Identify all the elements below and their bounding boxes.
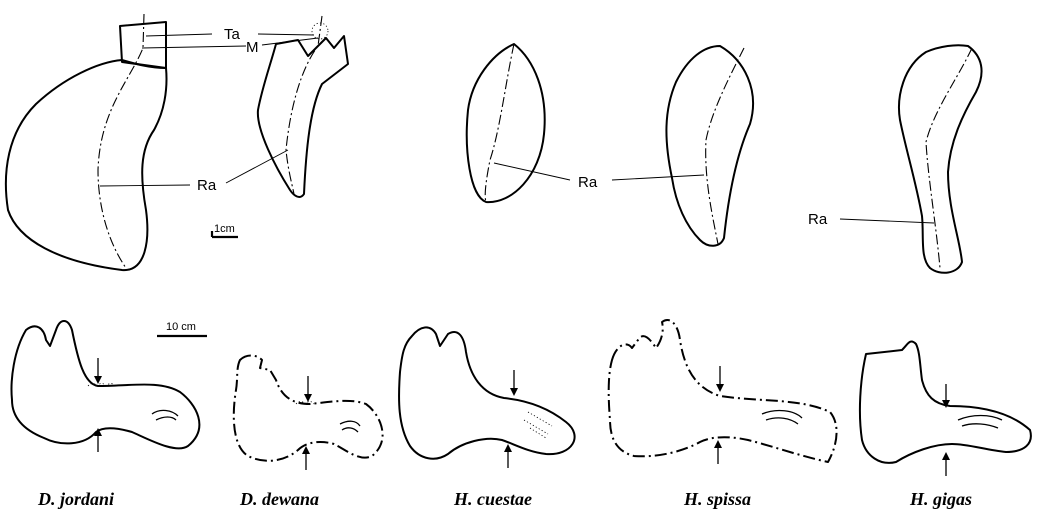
mandible-outline	[12, 321, 200, 448]
m-label: M	[246, 39, 259, 56]
m-leader-2	[262, 38, 318, 45]
ra-leader-1b	[226, 150, 288, 183]
tooth-d-dewana	[100, 16, 348, 197]
mandible-fossa-dotted	[524, 412, 552, 438]
tooth-h-gigas	[840, 45, 982, 273]
mandible-outline	[399, 327, 575, 458]
ra-leader-1a	[100, 185, 190, 186]
arrow-top-head	[304, 394, 312, 402]
tooth-outline	[467, 44, 545, 202]
scale-bar-upper: 1cm	[212, 223, 238, 237]
scale-label-lower: 10 cm	[166, 321, 196, 333]
tooth-outline	[666, 46, 753, 246]
arrow-top-head	[510, 388, 518, 396]
mandible-fossa	[958, 416, 1002, 429]
scale-bar-lower: 10 cm	[157, 321, 207, 336]
ra-label-5: Ra	[808, 211, 828, 228]
tooth-d-jordani	[6, 14, 246, 270]
scale-label-upper: 1cm	[214, 223, 235, 235]
arrow-bottom-head	[942, 452, 950, 460]
tooth-h-cuestae	[467, 44, 570, 202]
arrow-top-head	[716, 384, 724, 392]
arrow-top-head	[94, 376, 102, 384]
m-leader-1	[142, 46, 246, 48]
mandible-h-cuestae	[399, 327, 575, 468]
ra-leader-4	[612, 175, 704, 180]
mandible-fossa	[152, 410, 178, 420]
mandible-outline	[234, 356, 383, 461]
tooth-h-spissa	[612, 46, 753, 246]
mandible-h-spissa	[609, 320, 837, 464]
tooth-root-outline	[6, 60, 167, 270]
mandible-h-gigas	[860, 342, 1031, 476]
mandible-d-jordani	[12, 321, 200, 452]
tooth-apex-marker	[312, 23, 328, 39]
ra-label-1: Ra	[197, 177, 217, 194]
tooth-axis	[706, 48, 744, 244]
species-label-d-dewana: D. dewana	[239, 489, 319, 509]
ta-leader-1	[146, 34, 212, 36]
mandible-fossa	[340, 421, 360, 432]
ra-leader-5	[840, 219, 934, 223]
species-label-h-gigas: H. gigas	[909, 489, 972, 509]
tooth-axis	[485, 44, 514, 202]
species-label-h-spissa: H. spissa	[683, 489, 751, 509]
tooth-outline	[899, 45, 982, 273]
ta-leader-2	[258, 34, 314, 35]
ra-label-3: Ra	[578, 174, 598, 191]
species-label-h-cuestae: H. cuestae	[453, 489, 532, 509]
arrow-bottom-head	[504, 444, 512, 452]
mandible-outline	[609, 320, 837, 462]
tooth-axis	[286, 16, 322, 194]
arrow-bottom-head	[714, 440, 722, 448]
species-label-d-jordani: D. jordani	[37, 489, 114, 509]
mandible-fossa	[762, 411, 802, 424]
tooth-outline	[258, 36, 348, 197]
ra-leader-3	[494, 163, 570, 180]
ta-label: Ta	[224, 26, 241, 43]
mandible-d-dewana	[234, 356, 383, 471]
